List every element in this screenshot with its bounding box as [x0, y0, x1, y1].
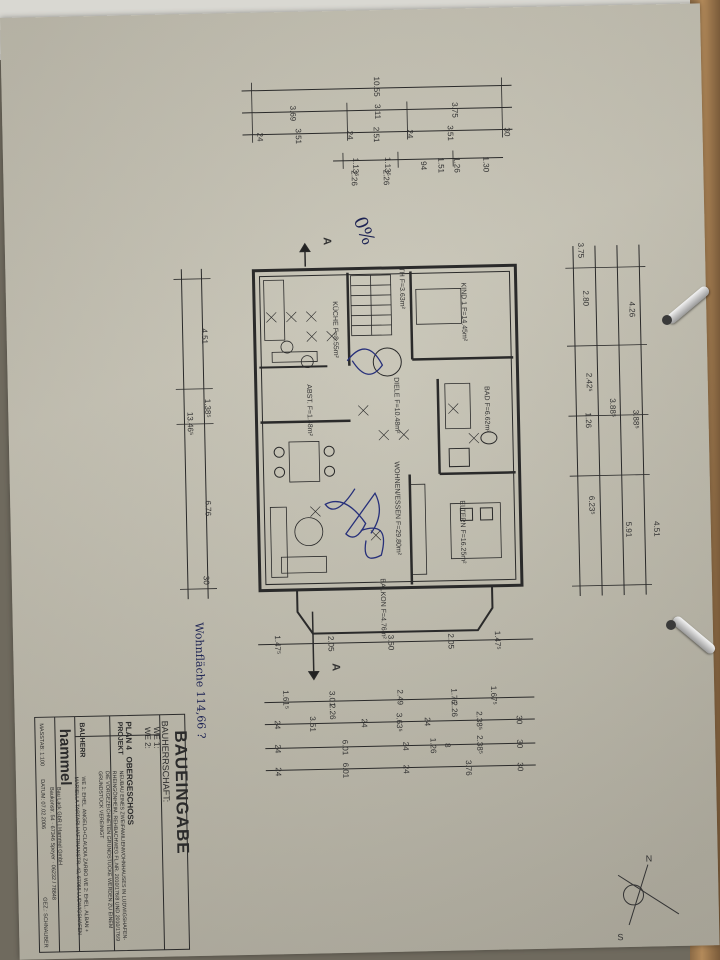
dim-row3-2: 24 — [345, 130, 355, 140]
dim-b2-3: 3.63⁵ — [394, 712, 404, 732]
dim-row3-5: 3.51 — [445, 125, 455, 141]
room-diele: DIELE F=10.48m² — [392, 377, 401, 434]
company-logo: hammel — [55, 728, 75, 786]
dim-b4-0: 24 — [273, 767, 283, 777]
dim-line-top-1 — [241, 84, 512, 92]
dim-row4-3: 2.26 — [381, 169, 391, 186]
projekt-text: NEUBAU EINES ZWEIFAMILIENWOHNHAUSES IN L… — [96, 770, 128, 942]
dim-line-top-4 — [333, 156, 504, 162]
dim-balkon-4: 1.47⁵ — [492, 630, 503, 650]
dim-left-0: 4.51 — [199, 328, 210, 345]
floor-plan-drawing: N S — [34, 77, 680, 953]
dim-right-0: 3.75 — [576, 242, 586, 259]
dim-right-9: 1.26 — [583, 412, 594, 429]
dim-line-top-3 — [242, 128, 513, 136]
gez: GEZ.: SCHNAUBER — [41, 897, 49, 948]
dim-balkon-0: 1.47⁵ — [272, 635, 283, 655]
compass-s: S — [617, 932, 623, 942]
dim-b2-0: 24 — [272, 720, 282, 730]
dim-b2-5: 2.38⁵ — [474, 711, 484, 731]
dim-b1-6: 1.67⁵ — [489, 685, 499, 705]
room-abst: ABST. F=1.48m² — [305, 384, 314, 436]
dim-b3-4: 8 — [443, 742, 453, 748]
dim-b4-4: 30 — [515, 762, 525, 772]
dim-row4-7: 1.30 — [481, 156, 491, 173]
dim-b3-1: 6.01 — [340, 739, 350, 756]
dim-b1-0: 1.61⁵ — [281, 690, 291, 710]
punch-hole-bottom — [666, 620, 676, 630]
dim-left-2: 13.46⁵ — [185, 411, 195, 436]
dim-left-4: 30 — [201, 575, 211, 585]
dim-balkon-2: 3.50 — [386, 634, 396, 651]
bauherr-label: BAUHERR — [77, 722, 86, 758]
dim-b3-5: 2.38⁵ — [475, 735, 485, 755]
we2-label: WE 2: — [142, 726, 153, 749]
dim-right-4: 4.51 — [651, 520, 662, 537]
dim-line-top-2 — [242, 106, 512, 114]
dim-b4-1: 6.01 — [340, 762, 351, 779]
dim-row3-4: 24 — [405, 129, 415, 139]
dim-row3-1: 3.51 — [293, 128, 303, 145]
dim-right-8: 2.80 — [581, 290, 591, 307]
dim-balkon-3: 2.05 — [446, 633, 456, 650]
bauherrschaft-label: BAUHERRSCHAFT: — [159, 720, 172, 803]
dim-row3-0: 24 — [255, 132, 265, 142]
projekt-label: PROJEKT — [115, 721, 124, 755]
dim-left-3: 6.76 — [203, 500, 213, 517]
room-kind1: KIND 1 F=14.45m² — [459, 282, 468, 342]
dim-b2-1: 3.51 — [307, 716, 318, 732]
room-balkon: BALKON F=4.76m² — [378, 578, 387, 639]
dim-row3-3: 2.51 — [371, 126, 381, 143]
dim-left-1: 1.38⁵ — [202, 398, 213, 418]
dim-b1-3: 2.49 — [395, 689, 405, 706]
dim-b3-0: 24 — [273, 744, 283, 754]
dim-balkon-1: 2.05 — [326, 635, 336, 652]
dim-b4-2: 24 — [401, 764, 411, 774]
handwritten-wohnflaeche: Wohnfläche 114,66 ? — [192, 622, 208, 739]
room-kueche: KÜCHE F=8.55m² — [330, 301, 340, 358]
section-mark-top: A — [320, 237, 333, 246]
room-bad: BAD F=6.62m² — [482, 386, 491, 433]
dim-b3-2: 24 — [401, 741, 411, 751]
we1-label: WE 1: — [151, 726, 162, 749]
dim-right-1: 4.26 — [627, 301, 637, 318]
dim-b2-6: 30 — [514, 715, 524, 725]
dim-right-5: 5.91 — [623, 521, 634, 538]
compass-n: N — [646, 854, 653, 864]
punch-hole-top — [662, 315, 672, 325]
dim-row3-6: 30 — [502, 127, 512, 137]
datum: DATUM: 07.02.2006 — [38, 779, 46, 830]
room-th: TH F=3.63m² — [397, 267, 406, 309]
title-heading: BAUEINGABE — [170, 730, 193, 855]
dim-row4-1: 2.26 — [349, 170, 359, 186]
dim-top-b: 3.11 — [372, 104, 383, 120]
dim-row4-6: 1.26 — [452, 157, 462, 173]
dim-b3-3: 1.26 — [428, 737, 438, 754]
dim-right-6: 6.23⁵ — [587, 495, 597, 515]
dim-row4-4: 94 — [419, 161, 429, 171]
dim-b2-2: 24 — [359, 718, 369, 728]
section-mark-bottom: A — [329, 663, 342, 672]
dim-top-c: 3.75 — [450, 102, 460, 118]
dim-b2-4: 24 — [422, 717, 432, 727]
dim-b3-6: 30 — [515, 739, 525, 749]
dim-right-2: 3.88⁵ — [608, 398, 618, 418]
dim-row4-5: 1.51 — [436, 157, 446, 174]
dim-b1-2: 2.26 — [327, 703, 338, 720]
dim-b1-5: 2.26 — [449, 701, 460, 718]
room-eltern: ELTERN F=16.25m² — [458, 500, 467, 564]
dim-right-3: 3.88⁵ — [631, 409, 641, 429]
pen-scribble — [324, 348, 385, 559]
dim-b4-3: 3.76 — [463, 759, 474, 776]
compass-icon — [617, 864, 680, 926]
dim-right-7: 2.42⁵ — [584, 372, 594, 392]
dim-top-a: 3.69 — [288, 105, 298, 122]
blueprint-sheet: N S 10.55 3.69 3.11 3.75 24 3.51 24 2.51… — [0, 3, 720, 960]
dim-top-total: 10.55 — [371, 76, 382, 97]
massstab: MASSTAB: 1:100 — [37, 723, 45, 767]
outer-wall — [251, 263, 524, 593]
